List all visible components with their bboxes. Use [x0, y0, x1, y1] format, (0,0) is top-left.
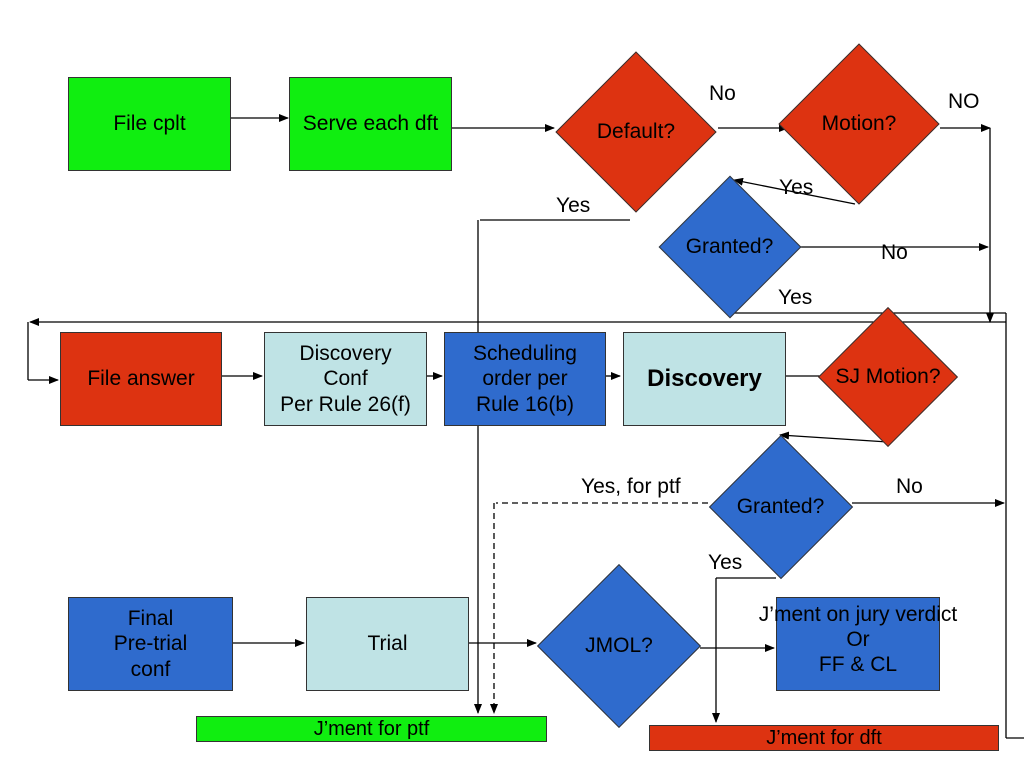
edge-label-granted2-yes: Yes	[708, 551, 743, 574]
node-discovery: Discovery	[623, 332, 786, 426]
edge-label-granted1-no: No	[881, 241, 908, 264]
node-discovery-conf: Discovery Conf Per Rule 26(f)	[264, 332, 427, 426]
node-jment-for-ptf: J’ment for ptf	[196, 716, 547, 742]
edge-label-default-no: No	[709, 82, 736, 105]
node-jment-for-dft: J’ment for dft	[649, 725, 999, 751]
label-jment-jury-verdict: J’ment on jury verdict Or FF & CL	[758, 603, 958, 677]
decision-motion: Motion?	[778, 43, 940, 205]
edge-label-motion-no: NO	[948, 90, 980, 113]
node-file-answer: File answer	[60, 332, 222, 426]
edge-label-granted1-yes: Yes	[778, 286, 813, 309]
arrow-motion-yes	[733, 177, 856, 205]
arrow-sj-to-granted2	[779, 431, 889, 443]
decision-granted-1: Granted?	[657, 175, 802, 319]
edge-label-granted2-no: No	[896, 475, 923, 498]
node-jment-jury-verdict	[776, 597, 940, 691]
edge-label-default-yes: Yes	[556, 194, 591, 217]
decision-jmol: JMOL?	[536, 563, 702, 729]
node-file-cplt: File cplt	[68, 77, 231, 171]
node-scheduling-order: Scheduling order per Rule 16(b)	[444, 332, 606, 426]
node-serve-each-dft: Serve each dft	[289, 77, 452, 171]
node-final-pretrial-conf: Final Pre-trial conf	[68, 597, 233, 691]
decision-sj-motion: SJ Motion?	[817, 306, 959, 448]
edge-label-granted2-yes-ptf: Yes, for ptf	[581, 475, 681, 498]
decision-default: Default?	[555, 51, 717, 213]
node-trial: Trial	[306, 597, 469, 691]
edge-label-motion-yes: Yes	[779, 176, 814, 199]
decision-granted-2: Granted?	[707, 434, 854, 580]
